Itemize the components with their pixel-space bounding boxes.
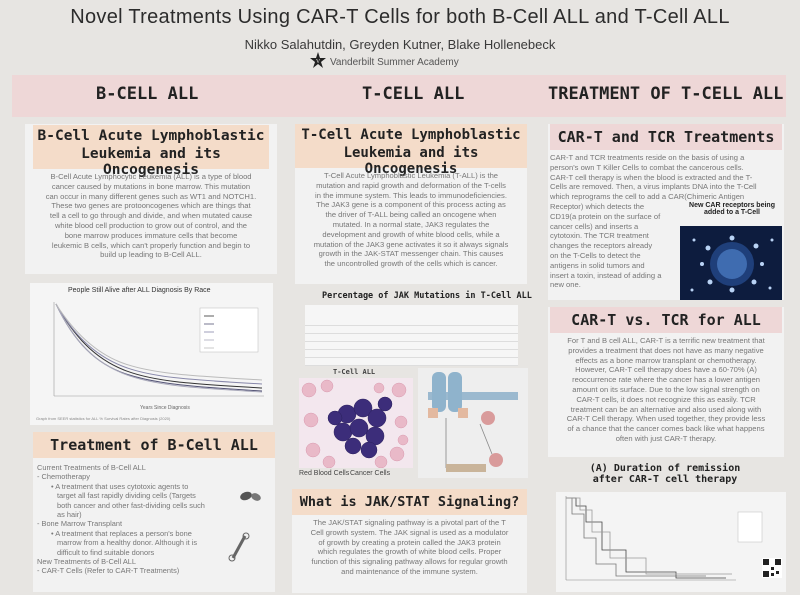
survival-chart-panel bbox=[30, 283, 273, 425]
b-cell-oncogenesis-text: B-Cell Acute Lymphocytic Leukemia (ALL) … bbox=[45, 172, 257, 260]
vanderbilt-star-logo: V bbox=[310, 52, 326, 68]
column-header-b-cell: B-CELL ALL bbox=[96, 84, 199, 104]
survival-chart-source: Graph from SEER statistics for ALL % Sur… bbox=[36, 416, 171, 421]
car-receptor-image bbox=[680, 226, 782, 300]
jak-stat-pathway-diagram bbox=[418, 368, 528, 478]
t-cell-microscope-image bbox=[299, 378, 413, 468]
pills-icon bbox=[240, 491, 261, 501]
survival-chart-xlabel: Years Since Diagnosis bbox=[140, 405, 190, 411]
car-vs-tcr-heading: CAR-T vs. TCR for ALL bbox=[550, 307, 782, 333]
remission-chart bbox=[556, 492, 786, 592]
t-cell-oncogenesis-text: T-Cell Acute Lymphoblastic Leukemia (T-A… bbox=[313, 171, 509, 269]
jak-stat-heading: What is JAK/STAT Signaling? bbox=[292, 489, 527, 515]
b-cell-oncogenesis-heading: B-Cell Acute Lymphoblastic Leukemia and … bbox=[33, 125, 269, 178]
car-t-heading: CAR-T and TCR Treatments bbox=[550, 124, 782, 150]
poster-title: Novel Treatments Using CAR-T Cells for b… bbox=[70, 6, 730, 28]
svg-text:V: V bbox=[316, 59, 321, 65]
column-header-t-cell: T-CELL ALL bbox=[362, 84, 465, 104]
poster-affiliation: Vanderbilt Summer Academy bbox=[330, 57, 459, 68]
remission-chart-title: (A) Duration of remission after CAR-T ce… bbox=[589, 463, 741, 485]
column-header-banner bbox=[12, 75, 786, 117]
jak-stat-text: The JAK/STAT signaling pathway is a pivo… bbox=[310, 518, 509, 576]
jak-mutation-table bbox=[305, 318, 518, 366]
poster-authors: Nikko Salahutdin, Greyden Kutner, Blake … bbox=[244, 37, 556, 52]
survival-chart-title: People Still Alive after ALL Diagnosis B… bbox=[68, 287, 211, 294]
caption-cancer-cells: Cancer Cells bbox=[350, 470, 391, 477]
t-cell-image-label: T-Cell ALL bbox=[333, 368, 376, 376]
column-header-treatment: TREATMENT OF T-CELL ALL bbox=[548, 84, 784, 104]
b-cell-treatment-panel bbox=[33, 432, 275, 592]
jak-table-title: Percentage of JAK Mutations in T-Cell AL… bbox=[322, 291, 532, 301]
car-t-text: CAR-T and TCR treatments reside on the b… bbox=[550, 153, 757, 202]
car-receptor-caption: New CAR receptors being added to a T-Cel… bbox=[689, 202, 775, 216]
caption-red-blood-cells: Red Blood Cells bbox=[299, 470, 350, 477]
bone-icon bbox=[228, 532, 250, 562]
b-cell-treatment-list: Current Treatments of B-Cell ALL - Chemo… bbox=[37, 463, 205, 576]
t-cell-oncogenesis-heading: T-Cell Acute Lymphoblastic Leukemia and … bbox=[295, 124, 527, 177]
qr-code bbox=[762, 558, 782, 578]
survival-chart bbox=[53, 302, 264, 397]
b-cell-treatment-heading: Treatment of B-Cell ALL bbox=[33, 432, 275, 458]
car-vs-tcr-text: For T and B cell ALL, CAR-T is a terrifi… bbox=[566, 336, 766, 443]
